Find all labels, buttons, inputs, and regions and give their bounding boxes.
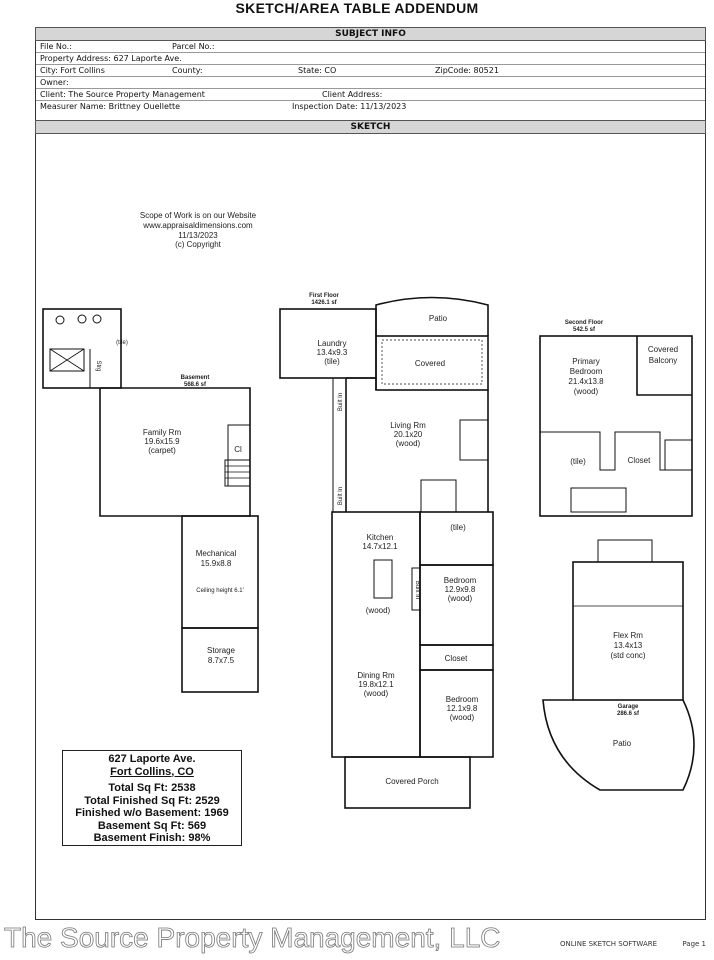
room-label: 8.7x7.5 <box>208 656 235 665</box>
summary-address: 627 Laporte Ave. <box>108 753 196 765</box>
room-label: Covered <box>415 359 445 368</box>
row-client: Client: The Source Property Management C… <box>36 89 705 101</box>
client-address: Client Address: <box>322 90 383 99</box>
room-label: Strg <box>95 360 101 371</box>
room-label: Flex Rm <box>613 631 643 640</box>
row-city: City: Fort Collins County: State: CO Zip… <box>36 65 705 77</box>
built-in-label: Built In <box>338 393 344 411</box>
room-label: Patio <box>429 314 448 323</box>
room-label: Family Rm <box>143 428 182 437</box>
built-in-label: Built In <box>338 487 344 505</box>
watermark: The Source Property Management, LLC <box>4 922 501 954</box>
room-label: Kitchen <box>367 533 394 542</box>
scope-line: 11/13/2023 <box>178 231 218 240</box>
floor-label: Basement <box>181 375 210 381</box>
room-label: (wood) <box>366 606 391 615</box>
row-file: File No.: Parcel No.: <box>36 41 705 53</box>
room-label: (wood) <box>574 387 599 396</box>
room-label: 15.9x8.8 <box>201 559 232 568</box>
room-label: Storage <box>207 646 236 655</box>
room-label: 13.4x13 <box>614 641 643 650</box>
ceiling-note: Ceiling height 6.1' <box>196 588 244 594</box>
floor-label: First Floor <box>309 293 339 299</box>
room-label: 20.1x20 <box>394 430 423 439</box>
state: State: CO <box>298 66 337 75</box>
room-label: Dining Rm <box>357 671 395 680</box>
room-label: Living Rm <box>390 421 426 430</box>
room-label: (tile) <box>324 357 340 366</box>
summary-wo-basement: Finished w/o Basement: 1969 <box>75 807 229 819</box>
county: County: <box>172 66 203 75</box>
room-label: Patio <box>613 739 632 748</box>
row-measurer: Measurer Name: Brittney Ouellette Inspec… <box>36 101 705 113</box>
room-label: Mechanical <box>196 549 237 558</box>
floor-area: 568.6 sf <box>184 382 207 388</box>
scope-line: Scope of Work is on our Website <box>140 211 257 220</box>
client: Client: The Source Property Management <box>40 90 205 99</box>
floor-label: Garage <box>618 704 639 710</box>
city: City: Fort Collins <box>40 66 105 75</box>
room-label: 14.7x12.1 <box>362 542 398 551</box>
measurer: Measurer Name: Brittney Ouellette <box>40 102 181 111</box>
room-label: Closet <box>628 456 651 465</box>
room-label: Bedroom <box>444 576 477 585</box>
room-label: Bedroom <box>570 367 603 376</box>
room-label: 13.4x9.3 <box>317 348 348 357</box>
sketch-header: SKETCH <box>35 120 706 134</box>
room-label: (carpet) <box>148 446 176 455</box>
room-label: Primary <box>572 357 600 366</box>
room-label: Covered <box>648 345 678 354</box>
garage-plan: Flex Rm 13.4x13 (std conc) Garage 286.6 … <box>542 539 695 791</box>
zipcode: ZipCode: 80521 <box>435 66 499 75</box>
room-label: (wood) <box>450 713 475 722</box>
document-title: SKETCH/AREA TABLE ADDENDUM <box>235 0 479 16</box>
room-label: Cl <box>234 445 242 454</box>
room-label: 19.8x12.1 <box>358 680 394 689</box>
summary-total: Total Sq Ft: 2538 <box>108 782 196 794</box>
room-label: (wood) <box>364 689 389 698</box>
room-label: (wood) <box>396 439 421 448</box>
floor-area: 542.5 sf <box>573 327 596 333</box>
room-label: Closet <box>445 654 468 663</box>
room-label: 12.9x9.8 <box>445 585 476 594</box>
room-label: (wood) <box>448 594 473 603</box>
room-label: (tile) <box>116 340 128 346</box>
scope-line: (c) Copyright <box>175 240 222 249</box>
footer-software: ONLINE SKETCH SOFTWARE <box>560 940 658 948</box>
room-label: (std conc) <box>610 651 645 660</box>
room-label: 21.4x13.8 <box>568 377 604 386</box>
summary-basement-finish: Basement Finish: 98% <box>93 832 211 844</box>
row-address: Property Address: 627 Laporte Ave. <box>36 53 705 65</box>
area-summary-box: 627 Laporte Ave. Fort Collins, CO Total … <box>62 750 242 846</box>
room-label: (tile) <box>450 523 466 532</box>
room-label: (tile) <box>570 457 586 466</box>
room-label: 19.6x15.9 <box>144 437 180 446</box>
page-number: Page 1 <box>682 940 706 948</box>
built-in-label: Built In <box>414 581 420 599</box>
property-address: Property Address: 627 Laporte Ave. <box>40 54 182 63</box>
second-floor-plan: Second Floor 542.5 sf Primary Bedroom 21… <box>539 320 693 517</box>
room-label: 12.1x9.8 <box>447 704 478 713</box>
parcel-no: Parcel No.: <box>172 42 215 51</box>
room-label: Balcony <box>649 356 677 365</box>
scope-line: www.appraisaldimensions.com <box>142 221 253 230</box>
floor-area: 286.6 sf <box>617 711 640 717</box>
summary-finished: Total Finished Sq Ft: 2529 <box>84 794 220 807</box>
row-owner: Owner: <box>36 77 705 89</box>
subject-info-header: SUBJECT INFO <box>35 27 706 41</box>
basement-plan: (tile) Strg Basement 568.6 sf Family Rm … <box>42 308 259 693</box>
floor-area: 1426.1 sf <box>311 300 337 306</box>
room-label: Bedroom <box>446 695 479 704</box>
inspection-date: Inspection Date: 11/13/2023 <box>292 102 407 111</box>
scope-note: Scope of Work is on our Website www.appr… <box>140 211 257 249</box>
summary-basement: Basement Sq Ft: 569 <box>97 819 207 832</box>
room-label: Laundry <box>318 339 347 348</box>
summary-city: Fort Collins, CO <box>110 765 194 778</box>
file-no: File No.: <box>40 42 72 51</box>
room-label: Covered Porch <box>385 777 438 786</box>
floor-label: Second Floor <box>565 320 604 326</box>
first-floor-plan: First Floor 1426.1 sf Laundry 13.4x9.3 (… <box>279 293 494 809</box>
owner: Owner: <box>40 78 69 87</box>
